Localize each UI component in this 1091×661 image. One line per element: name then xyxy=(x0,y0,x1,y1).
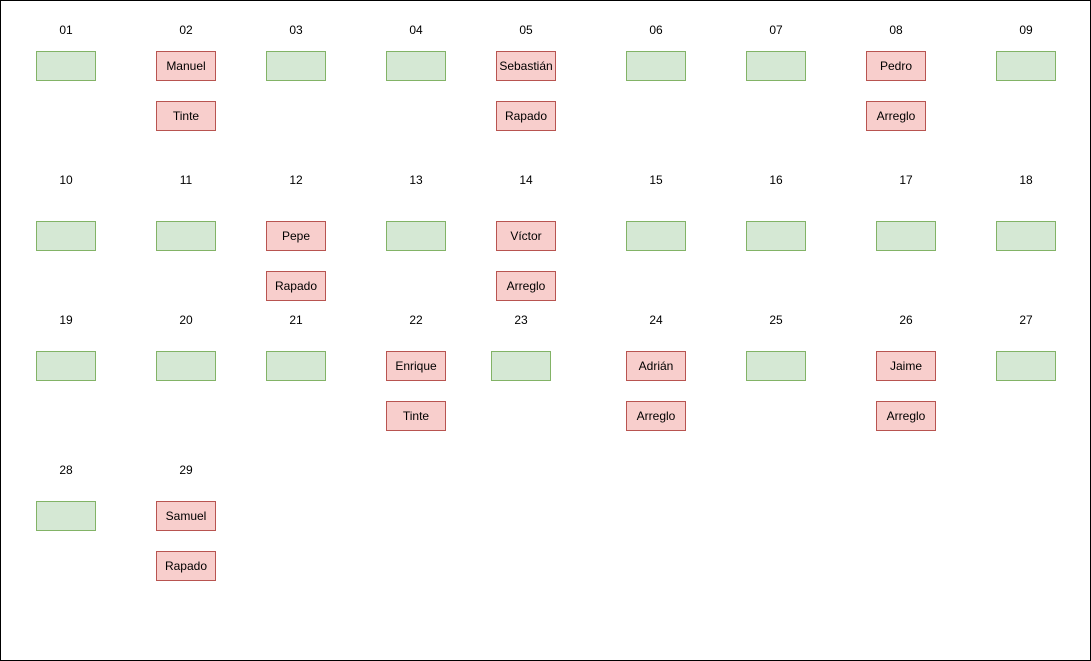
free-slot-box[interactable] xyxy=(156,221,216,251)
booked-client-box[interactable]: Sebastián xyxy=(496,51,556,81)
free-slot-box[interactable] xyxy=(626,51,686,81)
day-label: 17 xyxy=(899,173,913,187)
day-label: 05 xyxy=(519,23,533,37)
day-label: 26 xyxy=(899,313,913,327)
day-label: 02 xyxy=(179,23,193,37)
free-slot-box[interactable] xyxy=(996,221,1056,251)
free-slot-box[interactable] xyxy=(491,351,551,381)
booked-service-box[interactable]: Arreglo xyxy=(876,401,936,431)
free-slot-box[interactable] xyxy=(266,351,326,381)
booked-client-box[interactable]: Pepe xyxy=(266,221,326,251)
booked-client-box[interactable]: Pedro xyxy=(866,51,926,81)
day-label: 20 xyxy=(179,313,193,327)
booked-service-box[interactable]: Arreglo xyxy=(496,271,556,301)
free-slot-box[interactable] xyxy=(36,501,96,531)
booked-client-box[interactable]: Manuel xyxy=(156,51,216,81)
booked-client-box[interactable]: Samuel xyxy=(156,501,216,531)
day-label: 18 xyxy=(1019,173,1033,187)
booked-client-box[interactable]: Víctor xyxy=(496,221,556,251)
free-slot-box[interactable] xyxy=(386,221,446,251)
booked-client-box[interactable]: Adrián xyxy=(626,351,686,381)
free-slot-box[interactable] xyxy=(36,351,96,381)
booked-service-box[interactable]: Rapado xyxy=(496,101,556,131)
free-slot-box[interactable] xyxy=(266,51,326,81)
day-label: 09 xyxy=(1019,23,1033,37)
day-label: 13 xyxy=(409,173,423,187)
day-label: 16 xyxy=(769,173,783,187)
free-slot-box[interactable] xyxy=(386,51,446,81)
day-label: 08 xyxy=(889,23,903,37)
booked-service-box[interactable]: Arreglo xyxy=(626,401,686,431)
booked-service-box[interactable]: Rapado xyxy=(156,551,216,581)
free-slot-box[interactable] xyxy=(996,351,1056,381)
day-label: 04 xyxy=(409,23,423,37)
day-label: 15 xyxy=(649,173,663,187)
day-label: 12 xyxy=(289,173,303,187)
day-label: 24 xyxy=(649,313,663,327)
day-label: 22 xyxy=(409,313,423,327)
day-label: 25 xyxy=(769,313,783,327)
booked-client-box[interactable]: Enrique xyxy=(386,351,446,381)
day-label: 27 xyxy=(1019,313,1033,327)
free-slot-box[interactable] xyxy=(876,221,936,251)
day-label: 11 xyxy=(179,173,193,187)
free-slot-box[interactable] xyxy=(746,221,806,251)
booked-service-box[interactable]: Rapado xyxy=(266,271,326,301)
booked-client-box[interactable]: Jaime xyxy=(876,351,936,381)
free-slot-box[interactable] xyxy=(156,351,216,381)
day-label: 03 xyxy=(289,23,303,37)
booked-service-box[interactable]: Tinte xyxy=(156,101,216,131)
day-label: 28 xyxy=(59,463,73,477)
free-slot-box[interactable] xyxy=(36,51,96,81)
free-slot-box[interactable] xyxy=(626,221,686,251)
day-label: 29 xyxy=(179,463,193,477)
free-slot-box[interactable] xyxy=(746,51,806,81)
day-label: 01 xyxy=(59,23,73,37)
day-label: 21 xyxy=(289,313,303,327)
booked-service-box[interactable]: Tinte xyxy=(386,401,446,431)
booked-service-box[interactable]: Arreglo xyxy=(866,101,926,131)
free-slot-box[interactable] xyxy=(36,221,96,251)
day-label: 14 xyxy=(519,173,533,187)
free-slot-box[interactable] xyxy=(996,51,1056,81)
day-label: 23 xyxy=(514,313,528,327)
day-label: 19 xyxy=(59,313,73,327)
day-label: 10 xyxy=(59,173,73,187)
free-slot-box[interactable] xyxy=(746,351,806,381)
day-label: 07 xyxy=(769,23,783,37)
day-label: 06 xyxy=(649,23,663,37)
